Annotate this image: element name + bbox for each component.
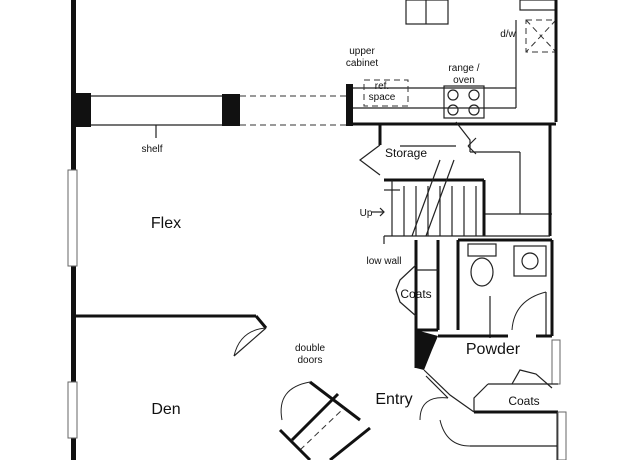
storage-label: Storage	[385, 146, 427, 160]
annotation-notes: double doors d/w upper cabinet ref. spac…	[141, 29, 516, 366]
room-labels: Flex Den Entry Powder Storage Coats Coat…	[151, 146, 540, 418]
den	[76, 314, 371, 460]
double-doors-note-line1: double	[295, 343, 325, 354]
double-doors-note-line2: doors	[297, 355, 322, 366]
stair-up-note: Up	[360, 208, 373, 219]
den-label: Den	[151, 401, 180, 418]
coats-label-2: Coats	[508, 394, 539, 408]
range-oven-note-line1: range /	[448, 63, 479, 74]
dishwasher-note: d/w	[500, 29, 516, 40]
left-windows	[67, 169, 78, 439]
powder-room	[438, 238, 561, 385]
ref-space-note-line2: space	[369, 92, 396, 103]
entry-area	[414, 330, 567, 460]
stair-storage	[359, 121, 552, 244]
entry-label: Entry	[375, 391, 412, 408]
powder-label: Powder	[466, 341, 521, 358]
upper-cabinet-note-line2: cabinet	[346, 58, 378, 69]
coats-closet	[395, 240, 440, 332]
flex-label: Flex	[151, 215, 181, 232]
shelf-band	[91, 94, 348, 138]
low-wall-note: low wall	[366, 256, 401, 267]
ref-space-note-line1: ref.	[375, 81, 389, 92]
range-oven-note-line2: oven	[453, 75, 475, 86]
shelf-note: shelf	[141, 144, 162, 155]
kitchen	[346, 0, 558, 126]
upper-cabinet-note-line1: upper	[349, 46, 375, 57]
coats-label: Coats	[400, 287, 431, 301]
coats-closet-2	[473, 369, 558, 414]
